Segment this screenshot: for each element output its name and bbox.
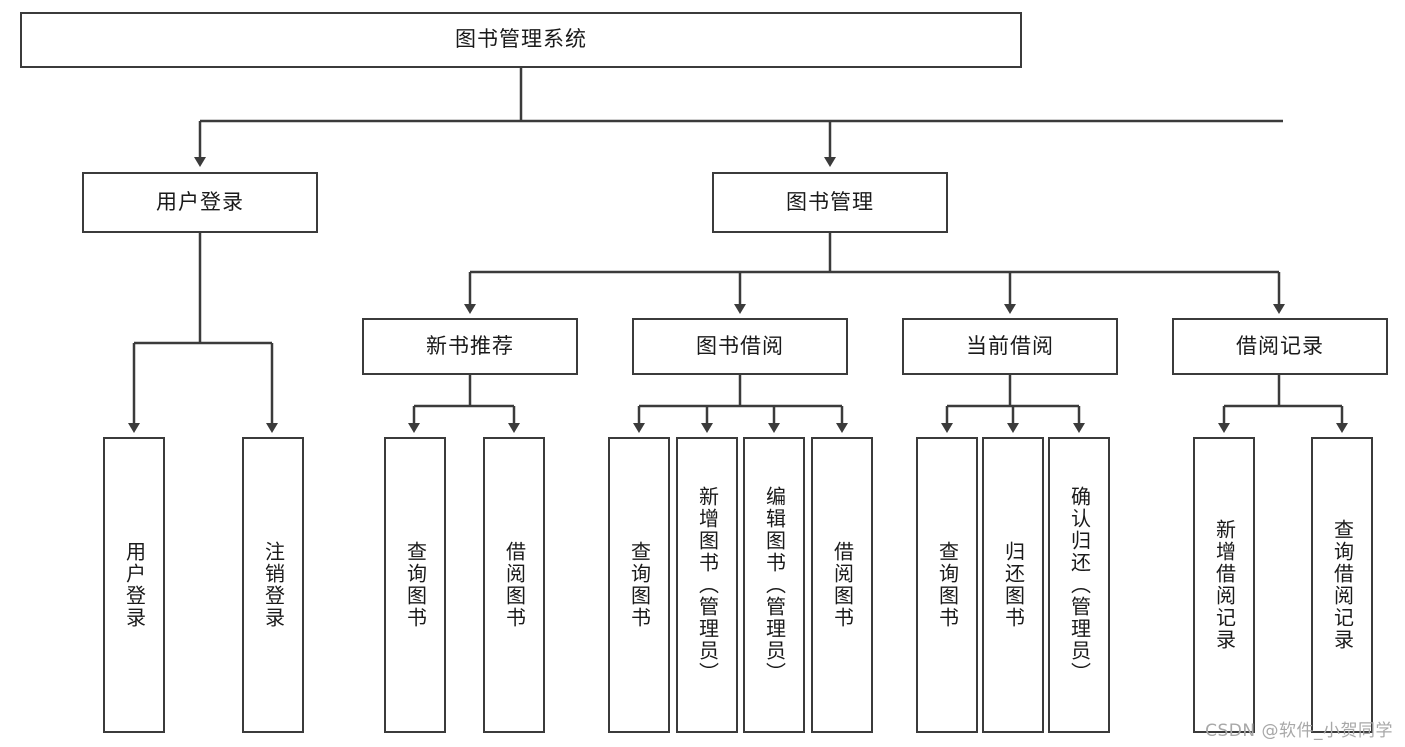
node-label: 图书借阅 (696, 333, 784, 358)
node-label: 新增借阅记录 (1212, 519, 1237, 651)
node-label: 查询图书 (627, 541, 652, 629)
node-label: 当前借阅 (966, 333, 1054, 358)
leaf-recommend-borrow-book[interactable]: 借阅图书 (483, 437, 545, 733)
node-label: 新增图书（管理员） (695, 486, 720, 684)
leaf-record-query-record[interactable]: 查询借阅记录 (1311, 437, 1373, 733)
leaf-borrow-query-book[interactable]: 查询图书 (608, 437, 670, 733)
node-label: 借阅记录 (1236, 333, 1324, 358)
node-label: 归还图书 (1001, 541, 1026, 629)
node-label: 新书推荐 (426, 333, 514, 358)
node-book-borrow[interactable]: 图书借阅 (632, 318, 848, 375)
leaf-record-add-record[interactable]: 新增借阅记录 (1193, 437, 1255, 733)
node-label: 用户登录 (122, 541, 147, 629)
node-label: 编辑图书（管理员） (762, 486, 787, 684)
leaf-recommend-query-book[interactable]: 查询图书 (384, 437, 446, 733)
csdn-watermark: CSDN @软件_小贺同学 (1205, 721, 1393, 741)
node-user-login[interactable]: 用户登录 (82, 172, 318, 233)
node-label: 确认归还（管理员） (1067, 486, 1092, 684)
leaf-current-confirm-return-admin[interactable]: 确认归还（管理员） (1048, 437, 1110, 733)
node-label: 借阅图书 (502, 541, 527, 629)
leaf-borrow-add-book-admin[interactable]: 新增图书（管理员） (676, 437, 738, 733)
leaf-user-login[interactable]: 用户登录 (103, 437, 165, 733)
node-label: 查询借阅记录 (1330, 519, 1355, 651)
leaf-borrow-edit-book-admin[interactable]: 编辑图书（管理员） (743, 437, 805, 733)
node-new-book-recommend[interactable]: 新书推荐 (362, 318, 578, 375)
leaf-borrow-borrow-book[interactable]: 借阅图书 (811, 437, 873, 733)
node-label: 借阅图书 (830, 541, 855, 629)
node-label: 图书管理 (786, 189, 874, 214)
node-borrow-record[interactable]: 借阅记录 (1172, 318, 1388, 375)
leaf-current-query-book[interactable]: 查询图书 (916, 437, 978, 733)
node-root-system[interactable]: 图书管理系统 (20, 12, 1022, 68)
node-label: 查询图书 (403, 541, 428, 629)
node-current-borrow[interactable]: 当前借阅 (902, 318, 1118, 375)
leaf-current-return-book[interactable]: 归还图书 (982, 437, 1044, 733)
node-label: 查询图书 (935, 541, 960, 629)
node-book-management[interactable]: 图书管理 (712, 172, 948, 233)
node-label: 注销登录 (261, 541, 286, 629)
node-label: 用户登录 (156, 189, 244, 214)
leaf-user-logout[interactable]: 注销登录 (242, 437, 304, 733)
node-label: 图书管理系统 (455, 27, 587, 52)
